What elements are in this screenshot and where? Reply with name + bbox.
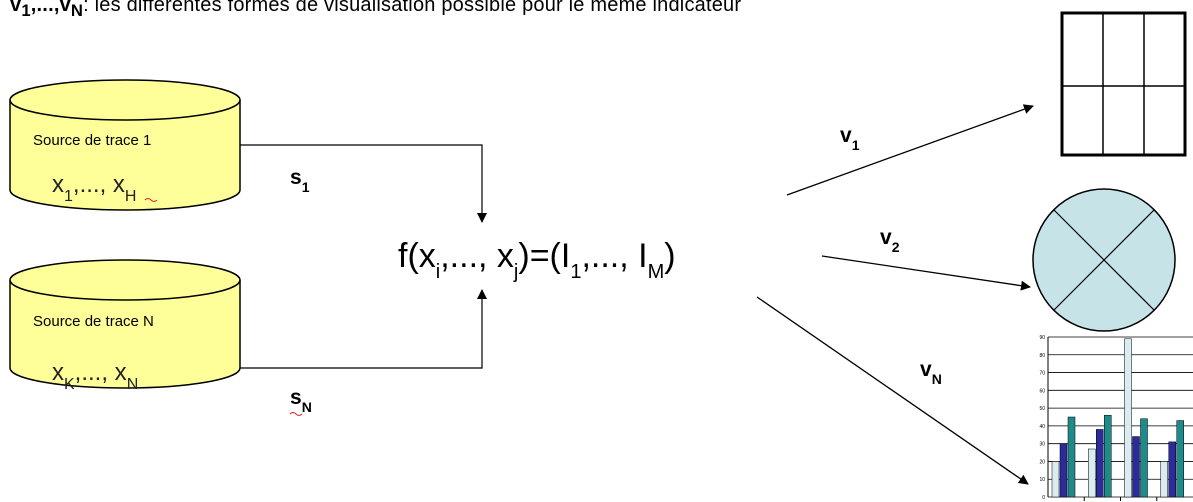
mini-chart-tick-label: 60 xyxy=(1039,388,1045,394)
arrow-v2 xyxy=(821,255,1031,291)
header-symbol: v1,...,vN xyxy=(10,0,84,20)
arrow-vn xyxy=(756,296,1029,485)
connector-sn xyxy=(240,289,487,369)
selector-s1: s1 xyxy=(290,166,310,195)
header-text: les différentes formes de visualisation … xyxy=(94,0,742,16)
mini-chart-bar xyxy=(1104,414,1112,498)
trace-source-1-label: Source de trace 1 xyxy=(33,132,151,149)
indicator-formula: f(xi,..., xj)=(I1,..., IM) xyxy=(398,237,676,283)
connector-s1 xyxy=(240,144,487,223)
mini-chart-tick-label: 20 xyxy=(1039,459,1045,465)
selector-sn: sN xyxy=(290,386,312,415)
trace-source-n: Source de trace N xK,..., xN xyxy=(9,259,241,393)
mini-chart-bar xyxy=(1096,429,1104,498)
mini-chart-bar xyxy=(1067,416,1076,498)
mini-chart-tick-label: 30 xyxy=(1039,442,1045,448)
arrow-v1 xyxy=(786,104,1034,196)
mini-chart-bar xyxy=(1168,441,1176,498)
label-vn: vN xyxy=(920,358,942,387)
mini-chart-bar xyxy=(1140,418,1148,498)
mini-chart-bar xyxy=(1051,461,1060,498)
mini-chart-tick-label: 70 xyxy=(1039,371,1045,377)
header-caption: v1,...,vN: les différentes formes de vis… xyxy=(10,0,741,21)
label-v2: v2 xyxy=(880,226,900,255)
mini-chart-bar xyxy=(1132,436,1140,498)
mini-chart-tick-label: 10 xyxy=(1039,477,1045,483)
mini-chart-bar xyxy=(1124,338,1132,498)
label-v1: v1 xyxy=(840,124,860,153)
mini-chart-bar xyxy=(1160,461,1168,498)
trace-source-1: Source de trace 1 x1,..., xH xyxy=(9,79,241,211)
trace-source-n-label: Source de trace N xyxy=(33,313,154,330)
mini-chart-tick-label: 50 xyxy=(1039,406,1045,412)
mini-chart-tick-label: 0 xyxy=(1042,495,1045,501)
pie-chart-icon xyxy=(1032,188,1176,332)
mini-chart-tick-label: 40 xyxy=(1039,424,1045,430)
mini-chart-bar xyxy=(1176,420,1184,498)
mini-chart-tick-label: 80 xyxy=(1039,353,1045,359)
mini-chart-tick-label: 90 xyxy=(1039,335,1045,341)
table-icon xyxy=(1060,11,1187,157)
mini-chart-bar xyxy=(1059,443,1068,498)
mini-chart-bar xyxy=(1088,448,1096,498)
bar-chart-icon: 0 10 20 30 40 50 60 70 80 90 xyxy=(1039,335,1193,501)
